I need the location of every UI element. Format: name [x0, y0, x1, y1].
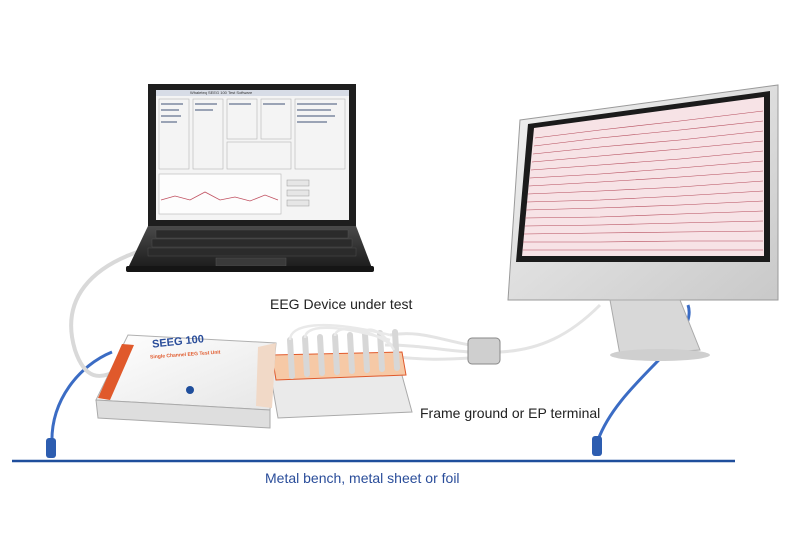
- dsub-connector: [467, 337, 501, 365]
- monitor-screen: [522, 97, 764, 256]
- usb-cable: [69, 246, 151, 378]
- ground-plug-left: [46, 438, 56, 458]
- frame-ground-label: Frame ground or EP terminal: [420, 405, 601, 421]
- laptop-keyboard: [147, 229, 357, 257]
- ground-plug-right: [592, 436, 602, 456]
- ground-cable-left: [50, 350, 113, 446]
- laptop-touchpad: [215, 257, 287, 267]
- monitor-stand: [609, 299, 701, 356]
- ground-cable-right: [596, 304, 691, 441]
- device-under-test-label: EEG Device under test: [270, 296, 413, 312]
- test-unit-logo-icon: [186, 386, 194, 394]
- seeg100-test-unit: [95, 334, 277, 429]
- software-window: [158, 98, 346, 215]
- software-window-title: Whaleteq SEEG 100 Test Software: [190, 90, 253, 95]
- monitor: [507, 84, 779, 361]
- laptop: [126, 84, 374, 272]
- eeg-device-under-test: [269, 323, 413, 419]
- metal-bench-label: Metal bench, metal sheet or foil: [265, 470, 460, 486]
- eeg-traces: [523, 110, 764, 251]
